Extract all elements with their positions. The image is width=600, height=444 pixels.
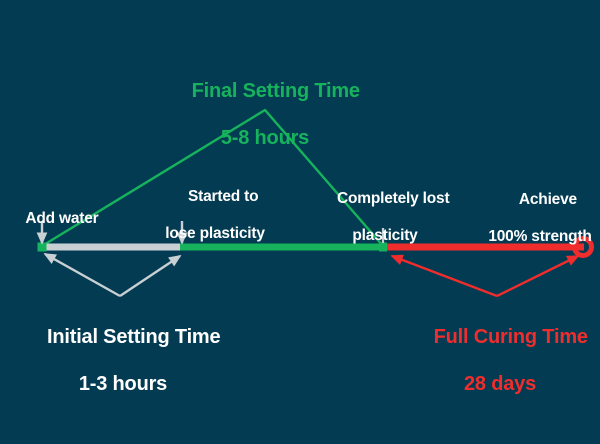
node-marker-completely-lost-plasticity <box>379 242 387 252</box>
label-completely-lost-plasticity-line2: plasticity <box>352 226 418 244</box>
label-final-setting-time: Final Setting Time 5-8 hours <box>170 56 360 198</box>
label-achieve-100-strength-line2: 100% strength <box>488 227 592 245</box>
initial-setting-arrow-left <box>43 252 121 298</box>
label-started-to-lose-plasticity: Started to lose plasticity <box>165 170 265 280</box>
label-achieve-100-strength-line1: Achieve <box>518 191 577 209</box>
diagram-canvas: Final Setting Time 5-8 hours Add water S… <box>10 56 594 395</box>
node-marker-achieve-strength <box>572 236 594 258</box>
label-full-curing-time: Full Curing Time 28 days <box>412 302 588 444</box>
timeline-graphic <box>36 108 594 298</box>
label-final-setting-time-line1: Final Setting Time <box>191 79 360 102</box>
label-started-to-lose-plasticity-line1: Started to <box>188 188 259 206</box>
label-completely-lost-plasticity-line1: Completely lost <box>337 190 450 208</box>
label-achieve-100-strength: Achieve 100% strength <box>488 173 592 283</box>
label-add-water-line1: Add water <box>25 210 99 228</box>
label-initial-setting-time-line2: 1-3 hours <box>78 372 168 395</box>
label-initial-setting-time-line1: Initial Setting Time <box>47 325 221 348</box>
label-initial-setting-time: Initial Setting Time 1-3 hours <box>26 302 221 444</box>
full-curing-arrow-right <box>496 254 580 298</box>
label-full-curing-time-line2: 28 days <box>464 372 536 395</box>
label-started-to-lose-plasticity-line2: lose plasticity <box>165 224 265 242</box>
node-marker-add-water <box>37 242 47 252</box>
label-completely-lost-plasticity: Completely lost plasticity <box>321 172 450 282</box>
full-curing-arrow-left <box>390 254 498 298</box>
label-full-curing-time-line1: Full Curing Time <box>433 325 588 348</box>
final-setting-bracket <box>40 108 385 248</box>
initial-setting-arrow-right <box>119 255 182 297</box>
label-final-setting-time-line2: 5-8 hours <box>220 126 310 149</box>
label-add-water: Add water <box>10 192 99 247</box>
